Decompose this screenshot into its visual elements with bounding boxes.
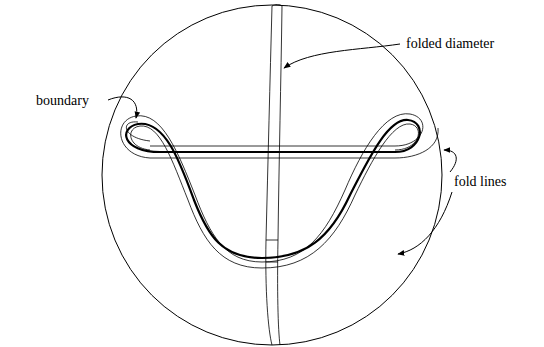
folded-diameter-band [266,5,282,346]
boundary-label: boundary [34,93,91,109]
disc-outline [102,5,442,345]
leader-arrows [108,44,456,254]
fold-lines-label: fold lines [452,174,509,190]
diameter-label: folded diameter [404,36,496,52]
boundary-curve [126,120,420,258]
fold-line-band [121,114,438,268]
